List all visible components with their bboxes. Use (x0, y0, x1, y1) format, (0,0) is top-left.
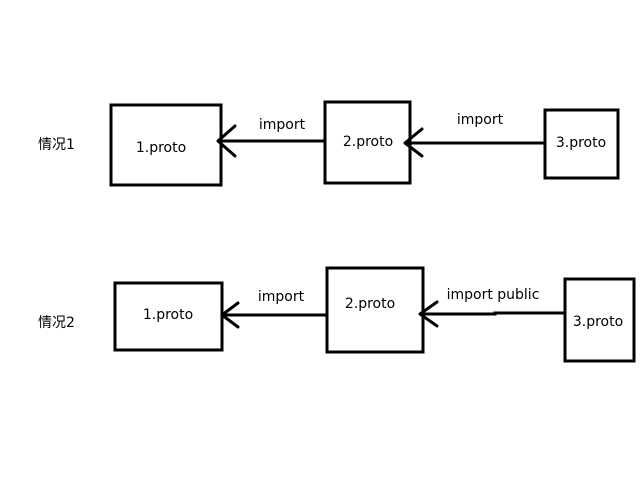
case1-node-proto2-label: 2.proto (343, 134, 393, 150)
case1-edge-2-to-1 (216, 124, 325, 158)
case1-node-proto1-label: 1.proto (136, 140, 186, 156)
case2-edge-3-to-2-line (420, 311, 565, 316)
case1-edge-2-to-1-arrowhead (216, 124, 237, 158)
case1-node-proto1-box (109, 103, 223, 187)
case1-edge-2-to-1-label: import (259, 117, 306, 133)
case1-label: 情况1 (38, 137, 75, 153)
case1-node-proto3-box (543, 108, 620, 180)
case1-group: 情况1 1.proto 2.proto 3.proto import impor… (38, 100, 620, 187)
case2-edge-2-to-1-label: import (258, 289, 305, 305)
case2-node-proto2-box (325, 266, 425, 354)
case2-node-proto3-label: 3.proto (573, 314, 623, 330)
case2-node-proto1-box (113, 281, 224, 352)
case1-node-proto3-label: 3.proto (556, 135, 606, 151)
case2-node-proto2-label: 2.proto (345, 296, 395, 312)
case2-group: 情况2 1.proto 2.proto 3.proto import impor… (38, 266, 636, 363)
case2-edge-2-to-1-arrowhead (220, 301, 240, 329)
case2-node-proto1-label: 1.proto (143, 307, 193, 323)
case2-edge-3-to-2-arrowhead (418, 300, 439, 328)
case1-node-proto2-box (323, 100, 412, 185)
case1-edge-3-to-2 (403, 127, 545, 158)
case2-node-proto3-box (563, 277, 636, 363)
case2-edge-3-to-2 (418, 300, 565, 328)
case1-edge-3-to-2-label: import (457, 112, 504, 128)
case2-label: 情况2 (38, 315, 75, 331)
case2-edge-3-to-2-label: import public (447, 287, 540, 303)
case2-edge-2-to-1 (220, 301, 327, 329)
case1-edge-3-to-2-arrowhead (403, 127, 424, 158)
